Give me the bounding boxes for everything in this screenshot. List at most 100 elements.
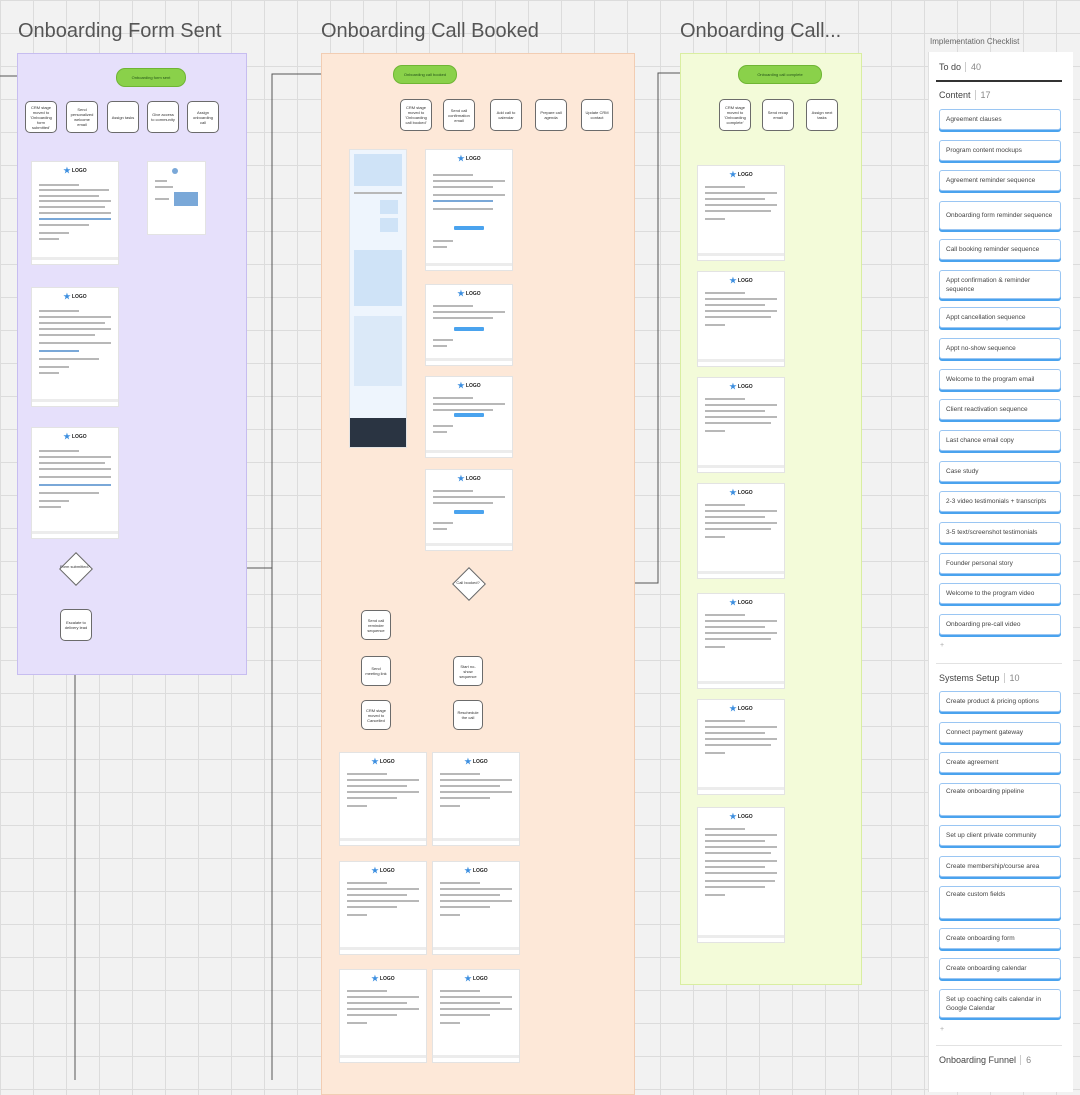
email-mockup-card[interactable]: ★ LOGO: [433, 862, 519, 954]
section-divider: [936, 663, 1062, 664]
flow-node[interactable]: Assign next tasks: [806, 99, 838, 131]
checklist-item[interactable]: Set up client private community: [939, 825, 1061, 846]
landing-page-mockup[interactable]: [350, 150, 406, 447]
flow-node[interactable]: Escalate to delivery lead: [60, 609, 92, 641]
email-mockup-card[interactable]: ★ LOGO: [340, 862, 426, 954]
checklist-item[interactable]: Create custom fields: [939, 886, 1061, 919]
expand-icon[interactable]: +: [940, 642, 945, 649]
flow-node[interactable]: CRM stage moved to 'Onboarding call book…: [400, 99, 432, 131]
checklist-item[interactable]: Welcome to the program email: [939, 369, 1061, 390]
email-mockup-card[interactable]: ★ LOGO: [340, 970, 426, 1062]
checklist-item[interactable]: Program content mockups: [939, 140, 1061, 161]
logo: ★ LOGO: [433, 757, 519, 766]
checklist-item[interactable]: Create onboarding form: [939, 928, 1061, 949]
flow-node[interactable]: Give access to community: [147, 101, 179, 133]
checklist-item[interactable]: Call booking reminder sequence: [939, 239, 1061, 260]
flow-node[interactable]: Reschedule the call: [453, 700, 483, 730]
start-pill[interactable]: Onboarding call booked: [393, 65, 457, 84]
checklist-item[interactable]: Welcome to the program video: [939, 583, 1061, 604]
logo: ★ LOGO: [698, 812, 784, 821]
flow-node[interactable]: Send call reminder sequence: [361, 610, 391, 640]
email-mockup-card[interactable]: ★ LOGO: [32, 162, 118, 264]
flow-node[interactable]: CRM stage moved to Cancelled: [361, 700, 391, 730]
flow-node[interactable]: Send meeting link: [361, 656, 391, 686]
checklist-item[interactable]: Client reactivation sequence: [939, 399, 1061, 420]
flow-node[interactable]: Assign onboarding call: [187, 101, 219, 133]
checklist-item[interactable]: Create product & pricing options: [939, 691, 1061, 712]
checklist-item[interactable]: Appt confirmation & reminder sequence: [939, 270, 1061, 299]
email-mockup-card[interactable]: ★ LOGO: [698, 272, 784, 366]
email-mockup-card[interactable]: ★ LOGO: [698, 594, 784, 688]
logo: ★ LOGO: [340, 866, 426, 875]
email-mockup-card[interactable]: ★ LOGO: [32, 288, 118, 406]
form-mockup-card[interactable]: [148, 162, 205, 234]
logo-text: LOGO: [379, 867, 395, 874]
checklist-item[interactable]: Onboarding pre-call video: [939, 614, 1061, 635]
logo-text: LOGO: [737, 599, 753, 606]
flow-node[interactable]: CRM stage moved to 'Onboarding complete': [719, 99, 751, 131]
checklist-item[interactable]: Create onboarding calendar: [939, 958, 1061, 979]
email-mockup-card[interactable]: ★ LOGO: [426, 377, 512, 457]
checklist-item[interactable]: Case study: [939, 461, 1061, 482]
checklist-item[interactable]: Connect payment gateway: [939, 722, 1061, 743]
checklist-item[interactable]: Appt cancellation sequence: [939, 307, 1061, 328]
flow-node[interactable]: Prepare call agenda: [535, 99, 567, 131]
section-count: 6: [1020, 1055, 1032, 1065]
email-mockup-card[interactable]: ★ LOGO: [433, 970, 519, 1062]
start-pill[interactable]: Onboarding call complete: [738, 65, 822, 84]
logo: ★ LOGO: [426, 154, 512, 163]
email-mockup-card[interactable]: ★ LOGO: [698, 808, 784, 942]
checklist-item[interactable]: 2-3 video testimonials + transcripts: [939, 491, 1061, 512]
email-mockup-card[interactable]: ★ LOGO: [32, 428, 118, 538]
checklist-item[interactable]: Appt no-show sequence: [939, 338, 1061, 359]
star-icon: ★: [729, 704, 737, 713]
email-mockup-card[interactable]: ★ LOGO: [426, 470, 512, 550]
flow-node[interactable]: Send recap email: [762, 99, 794, 131]
flow-node[interactable]: Add call to calendar: [490, 99, 522, 131]
flow-node[interactable]: Start no-show sequence: [453, 656, 483, 686]
flow-node[interactable]: CRM stage moved to 'Onboarding form subm…: [25, 101, 57, 133]
checklist-item[interactable]: Create agreement: [939, 752, 1061, 773]
checklist-item[interactable]: Agreement reminder sequence: [939, 170, 1061, 191]
checklist-item[interactable]: Founder personal story: [939, 553, 1061, 574]
flow-node[interactable]: Send personalized welcome email: [66, 101, 98, 133]
section-name: Content: [939, 90, 971, 100]
logo: ★ LOGO: [32, 432, 118, 441]
todo-underline: [936, 80, 1062, 82]
checklist-item[interactable]: Last chance email copy: [939, 430, 1061, 451]
email-mockup-card[interactable]: ★ LOGO: [426, 285, 512, 365]
frame-title-form-sent: Onboarding Form Sent: [18, 20, 222, 42]
email-mockup-card[interactable]: ★ LOGO: [340, 753, 426, 845]
email-mockup-card[interactable]: ★ LOGO: [426, 150, 512, 270]
logo: ★ LOGO: [32, 166, 118, 175]
flow-node[interactable]: Send call confirmation email: [443, 99, 475, 131]
logo: ★ LOGO: [698, 598, 784, 607]
email-mockup-card[interactable]: ★ LOGO: [698, 484, 784, 578]
expand-icon[interactable]: +: [940, 1026, 945, 1033]
flow-node[interactable]: Assign tasks: [107, 101, 139, 133]
logo: ★ LOGO: [433, 974, 519, 983]
checklist-item[interactable]: 3-5 text/screenshot testimonials: [939, 522, 1061, 543]
checklist-item[interactable]: Onboarding form reminder sequence: [939, 201, 1061, 230]
logo: ★ LOGO: [433, 866, 519, 875]
checklist-item[interactable]: Create onboarding pipeline: [939, 783, 1061, 816]
todo-label: To do: [939, 62, 962, 72]
email-mockup-card[interactable]: ★ LOGO: [433, 753, 519, 845]
logo: ★ LOGO: [426, 289, 512, 298]
star-icon: ★: [63, 432, 71, 441]
email-mockup-card[interactable]: ★ LOGO: [698, 166, 784, 260]
checklist-item[interactable]: Agreement clauses: [939, 109, 1061, 130]
star-icon: ★: [464, 757, 472, 766]
logo-text: LOGO: [465, 290, 481, 297]
star-icon: ★: [729, 812, 737, 821]
start-pill[interactable]: Onboarding form sent: [116, 68, 186, 87]
flow-node[interactable]: Update CRM contact: [581, 99, 613, 131]
email-mockup-card[interactable]: ★ LOGO: [698, 378, 784, 472]
checklist-item[interactable]: Set up coaching calls calendar in Google…: [939, 989, 1061, 1018]
checklist-item[interactable]: Create membership/course area: [939, 856, 1061, 877]
email-mockup-card[interactable]: ★ LOGO: [698, 700, 784, 794]
